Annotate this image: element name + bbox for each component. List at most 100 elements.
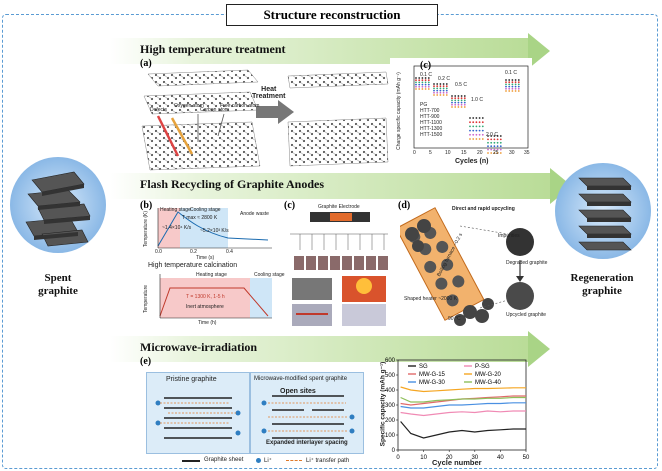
rate-point	[475, 125, 478, 128]
rate-point	[457, 101, 460, 104]
cap-ytick-label: 0	[392, 448, 396, 454]
defects-label: Defects	[150, 107, 167, 113]
rate-point	[511, 85, 514, 88]
rate-point	[451, 99, 453, 102]
rate-point	[514, 83, 517, 86]
rate-point	[490, 152, 493, 154]
regen-line2: graphite	[582, 285, 622, 297]
rate-point	[463, 101, 466, 104]
rate-point	[442, 87, 445, 90]
cap-ytick-label: 500	[385, 373, 396, 379]
rate-point	[418, 81, 421, 84]
rate-point	[487, 145, 489, 148]
rate-legend-1: HTT-700	[420, 108, 440, 114]
cap-xlabel: Cycle number	[432, 458, 482, 467]
rate-point	[436, 91, 439, 94]
d-degraded: Degraded graphite	[506, 260, 548, 266]
carbon-atom-label: Carbon atom	[200, 107, 229, 113]
rate-point	[424, 81, 427, 84]
rate-point	[496, 141, 499, 144]
rate-point	[460, 106, 463, 108]
rate-point	[517, 83, 520, 86]
rate-point	[511, 90, 514, 92]
cap-legend-label: P-SG	[475, 364, 490, 370]
rate-point	[421, 79, 424, 82]
rate-point	[415, 85, 417, 88]
rate-point	[424, 79, 427, 82]
rate-point	[460, 97, 463, 100]
rate-point	[415, 81, 417, 84]
rate-point	[451, 103, 453, 106]
rate-point	[496, 135, 499, 137]
b-bot-xlabel: Time (h)	[198, 320, 217, 326]
rate-point	[457, 106, 460, 108]
legend-sheet-swatch	[182, 460, 200, 462]
rate-point	[511, 83, 514, 86]
b-top-xtick-0: 0.0	[155, 249, 162, 255]
rate-point	[427, 83, 430, 86]
legend-path: Li⁺ transfer path	[306, 458, 350, 464]
rate-point	[424, 83, 427, 86]
rate-point	[424, 77, 427, 79]
rate-point	[421, 77, 424, 79]
rate-point	[454, 99, 457, 102]
rate-point	[433, 91, 435, 94]
cap-series-MW-G-30	[400, 402, 526, 409]
rate-xtick-5: 25	[493, 150, 499, 156]
rate-point	[469, 138, 471, 140]
rate-point	[421, 81, 424, 84]
rate-point	[445, 87, 448, 90]
rate-point	[499, 145, 502, 148]
cap-ylabel: Specific capacity (mAh g⁻¹)	[379, 361, 387, 447]
rate-point	[445, 94, 448, 96]
cap-xtick-label: 40	[497, 455, 504, 461]
rate-point	[424, 85, 427, 88]
rate-point	[451, 97, 453, 100]
rate-point	[433, 94, 435, 96]
rate-point	[436, 94, 439, 96]
rate-point	[436, 83, 439, 85]
rate-point	[424, 88, 427, 90]
panel-b-top-plot	[157, 208, 272, 249]
rate-point	[499, 138, 502, 141]
b-heating: Heating stage	[160, 207, 191, 213]
b-tmax: T max ≈ 2800 K	[182, 215, 218, 221]
panel-e-legend: Graphite sheet Li⁺ Li⁺ transfer path	[182, 456, 382, 466]
regeneration-graphite-image	[555, 163, 651, 259]
b-top-ylabel: Temperature (K)	[143, 210, 150, 248]
rate-point	[475, 117, 478, 119]
rate-point	[514, 79, 517, 81]
rate-point	[475, 138, 478, 140]
rate-point	[493, 148, 496, 151]
rate-point	[457, 97, 460, 100]
rate-xtick-3: 15	[461, 150, 467, 156]
rate-legend-5: HTT-1500	[420, 132, 443, 138]
rate-point	[490, 148, 493, 151]
rate-point	[493, 138, 496, 141]
b-caption: High temperature calcination	[148, 262, 238, 269]
panel-b-bottom-plot	[159, 274, 272, 319]
rate-point	[463, 103, 466, 106]
rate-point	[460, 101, 463, 104]
panel-d-illustration	[400, 207, 534, 326]
rate-point	[475, 133, 478, 136]
rate-point	[499, 135, 502, 137]
rate-point	[499, 141, 502, 144]
panel-e-pristine	[155, 397, 241, 439]
rate-point	[421, 83, 424, 86]
rate-point	[454, 106, 457, 108]
rate-point	[508, 79, 511, 81]
rate-point	[493, 152, 496, 154]
band-flash	[110, 173, 552, 199]
rate-point	[478, 121, 481, 124]
b-bot-temp: T = 1300 K, 1-5 h	[186, 294, 225, 300]
rate-point	[442, 85, 445, 88]
rate-point	[445, 85, 448, 88]
section-flash: Flash Recycling of Graphite Anodes	[140, 177, 325, 191]
free-carbon-label: Free carbon atom	[220, 103, 260, 109]
rate-point	[442, 89, 445, 92]
rate-point	[508, 87, 511, 90]
rate-point	[415, 79, 417, 82]
rate-label-2: 0.5 C	[455, 82, 467, 88]
rate-point	[460, 99, 463, 102]
